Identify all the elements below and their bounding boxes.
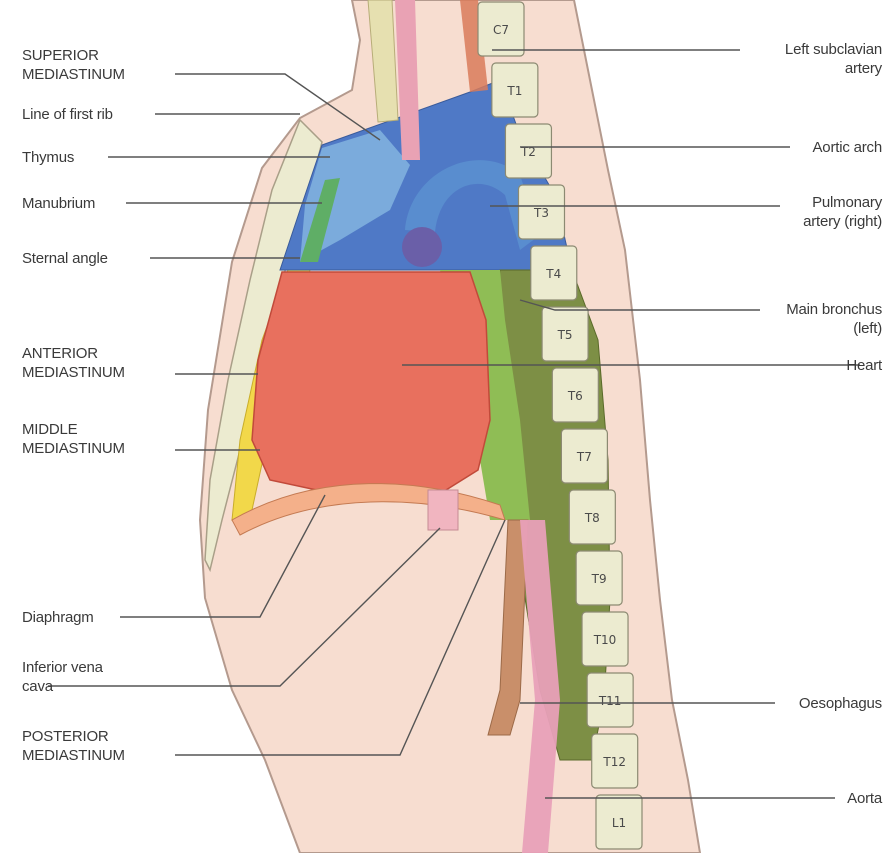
inferior-vena-cava-shape <box>428 490 458 530</box>
vertebra-label-t9: T9 <box>591 572 607 586</box>
vertebra-label-t7: T7 <box>576 450 592 464</box>
label-pulmonary-artery-right: Pulmonary artery (right) <box>803 193 882 231</box>
label-inferior-vena-cava: Inferior vena cava <box>22 658 103 696</box>
label-diaphragm: Diaphragm <box>22 608 94 627</box>
vertebra-label-t8: T8 <box>584 511 600 525</box>
label-heart: Heart <box>846 356 882 375</box>
vertebra-label-c7: C7 <box>493 23 509 37</box>
label-posterior-mediastinum: POSTERIOR MEDIASTINUM <box>22 727 125 765</box>
label-aorta: Aorta <box>847 789 882 808</box>
vertebra-label-t10: T10 <box>593 633 617 647</box>
label-main-bronchus-left: Main bronchus (left) <box>786 300 882 338</box>
label-sternal-angle: Sternal angle <box>22 249 108 268</box>
label-oesophagus: Oesophagus <box>799 694 882 713</box>
vertebra-label-t4: T4 <box>545 267 561 281</box>
label-middle-mediastinum: MIDDLE MEDIASTINUM <box>22 420 125 458</box>
label-line-of-first-rib: Line of first rib <box>22 105 113 124</box>
label-manubrium: Manubrium <box>22 194 95 213</box>
vertebra-label-l1: L1 <box>612 816 626 830</box>
vertebra-label-t6: T6 <box>567 389 583 403</box>
label-thymus: Thymus <box>22 148 74 167</box>
heart-region <box>252 272 490 500</box>
label-anterior-mediastinum: ANTERIOR MEDIASTINUM <box>22 344 125 382</box>
label-aortic-arch: Aortic arch <box>813 138 883 157</box>
vertebra-label-t11: T11 <box>598 694 622 708</box>
vertebra-label-t1: T1 <box>506 84 522 98</box>
vertebra-label-t5: T5 <box>557 328 573 342</box>
vertebra-label-t3: T3 <box>533 206 549 220</box>
pulmonary-artery-shape <box>402 227 442 267</box>
label-left-subclavian-artery: Left subclavian artery <box>785 40 882 78</box>
label-superior-mediastinum: SUPERIOR MEDIASTINUM <box>22 46 125 84</box>
vertebra-label-t12: T12 <box>602 755 626 769</box>
